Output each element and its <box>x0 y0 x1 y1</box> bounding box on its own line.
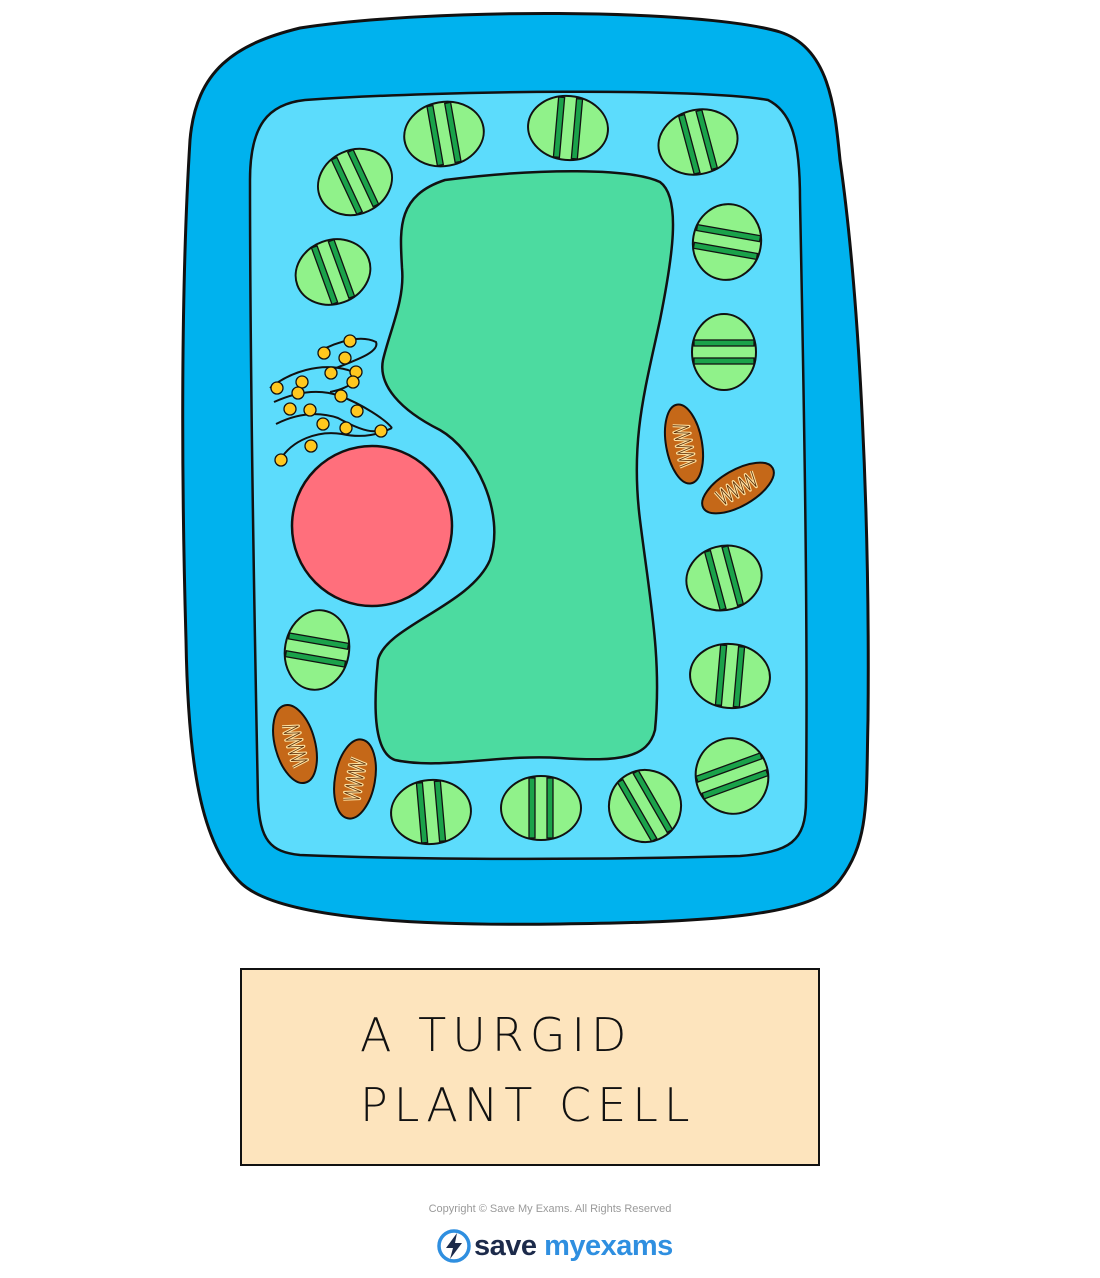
nucleus <box>290 444 454 608</box>
caption-line-2: PLANT CELL <box>360 1078 696 1132</box>
chloroplast <box>685 544 763 612</box>
copyright-text: Copyright © Save My Exams. All Rights Re… <box>428 1203 672 1215</box>
logo-text-my: my <box>544 1229 585 1262</box>
ribosome <box>346 375 360 389</box>
chloroplast <box>608 769 682 843</box>
mitochondria-group <box>272 403 775 820</box>
ribosome <box>334 389 348 403</box>
mitochondrion <box>272 704 318 784</box>
chloroplast <box>689 642 771 710</box>
ribosome <box>350 404 364 418</box>
chloroplast <box>390 778 472 846</box>
chloroplast <box>694 737 770 815</box>
ribosome <box>343 334 357 348</box>
chloroplast <box>500 775 582 841</box>
mitochondrion <box>701 461 775 515</box>
ribosome <box>270 381 284 395</box>
ribosome <box>338 351 352 365</box>
lightning-bolt-icon <box>437 1229 471 1263</box>
logo-text-exams: exams <box>585 1229 673 1262</box>
chloroplast <box>691 313 757 391</box>
vacuole <box>374 169 675 765</box>
ribosome <box>274 453 288 467</box>
ribosome <box>283 402 297 416</box>
chloroplast <box>317 147 393 217</box>
ribosome <box>304 439 318 453</box>
chloroplast <box>691 203 763 281</box>
ribosome <box>295 375 309 389</box>
chloroplast <box>657 108 739 176</box>
chloroplast <box>403 100 485 168</box>
ribosome <box>374 424 388 438</box>
chloroplast-group <box>283 94 771 846</box>
chloroplast <box>527 94 609 162</box>
ribosome <box>316 417 330 431</box>
ribosome <box>303 403 317 417</box>
ribosome <box>324 366 338 380</box>
mitochondrion <box>663 403 705 485</box>
chloroplast <box>283 609 351 691</box>
caption-box: A TURGID PLANT CELL <box>240 968 820 1166</box>
ribosome <box>291 386 305 400</box>
logo-text-save: save <box>474 1229 545 1262</box>
ribosome-group <box>270 334 388 467</box>
mitochondrion <box>333 738 377 820</box>
ribosome <box>317 346 331 360</box>
chloroplast <box>294 238 372 306</box>
save-my-exams-logo[interactable]: save myexams <box>436 1226 673 1266</box>
caption-line-1: A TURGID <box>360 1008 633 1062</box>
ribosome <box>339 421 353 435</box>
